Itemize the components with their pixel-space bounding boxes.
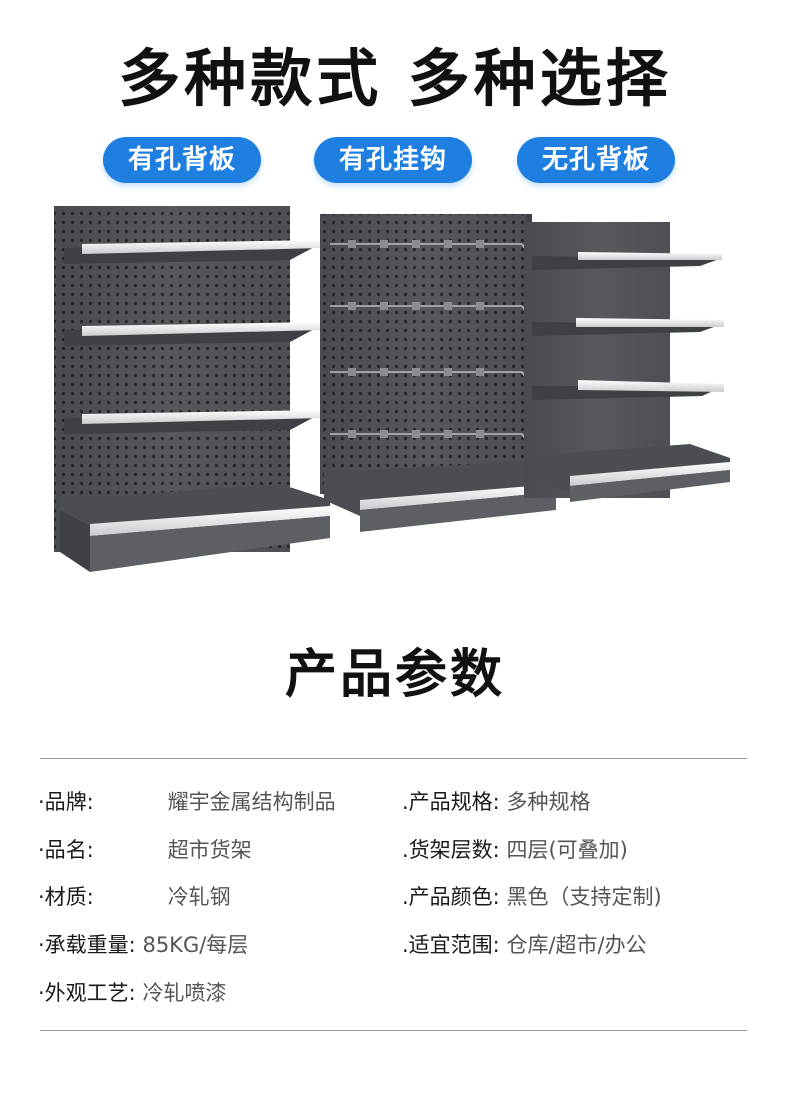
spec-finish-label: ·外观工艺: bbox=[38, 981, 136, 1005]
spec-load: ·承载重量: 85KG/每层 bbox=[38, 930, 248, 960]
section-title: 产品参数 bbox=[284, 645, 505, 705]
style-pill-plain: 无孔背板 bbox=[517, 137, 675, 183]
spec-layers-value: 四层(可叠加) bbox=[506, 838, 628, 862]
spec-name: ·品名: 超市货架 bbox=[38, 835, 252, 865]
spec-material: ·材质: 冷轧钢 bbox=[38, 882, 231, 912]
spec-color: .产品颜色: 黑色（支持定制) bbox=[402, 882, 662, 912]
shelf-unit-pegboard bbox=[54, 206, 330, 572]
spec-finish: ·外观工艺: 冷轧喷漆 bbox=[38, 978, 226, 1008]
divider-top bbox=[40, 758, 747, 759]
spec-scope: .适宜范围: 仓库/超市/办公 bbox=[402, 930, 647, 960]
spec-material-label: ·材质: bbox=[38, 885, 94, 909]
style-pill-hooks: 有孔挂钩 bbox=[314, 137, 472, 183]
headline: 多种款式 多种选择 bbox=[118, 42, 672, 115]
spec-name-label: ·品名: bbox=[38, 838, 94, 862]
spec-color-value: 黑色（支持定制) bbox=[506, 885, 662, 909]
shelf-unit-plain bbox=[524, 222, 730, 502]
spec-material-value: 冷轧钢 bbox=[167, 885, 231, 909]
spec-brand-value: 耀宇金属结构制品 bbox=[167, 790, 336, 814]
spec-brand: ·品牌: 耀宇金属结构制品 bbox=[38, 787, 336, 817]
divider-bottom bbox=[40, 1030, 747, 1031]
spec-scope-value: 仓库/超市/办公 bbox=[506, 933, 647, 957]
spec-scope-label: .适宜范围: bbox=[402, 933, 500, 957]
shelf-product-image bbox=[54, 206, 730, 572]
spec-layers-label: .货架层数: bbox=[402, 838, 500, 862]
spec-size: .产品规格: 多种规格 bbox=[402, 787, 590, 817]
spec-load-value: 85KG/每层 bbox=[142, 933, 249, 957]
spec-size-value: 多种规格 bbox=[506, 790, 591, 814]
spec-name-value: 超市货架 bbox=[167, 838, 252, 862]
spec-color-label: .产品颜色: bbox=[402, 885, 500, 909]
spec-load-label: ·承载重量: bbox=[38, 933, 136, 957]
spec-finish-value: 冷轧喷漆 bbox=[142, 981, 227, 1005]
spec-layers: .货架层数: 四层(可叠加) bbox=[402, 835, 628, 865]
shelf-unit-hooks bbox=[320, 214, 556, 532]
spec-brand-label: ·品牌: bbox=[38, 790, 94, 814]
style-pill-pegboard: 有孔背板 bbox=[103, 137, 261, 183]
spec-size-label: .产品规格: bbox=[402, 790, 500, 814]
